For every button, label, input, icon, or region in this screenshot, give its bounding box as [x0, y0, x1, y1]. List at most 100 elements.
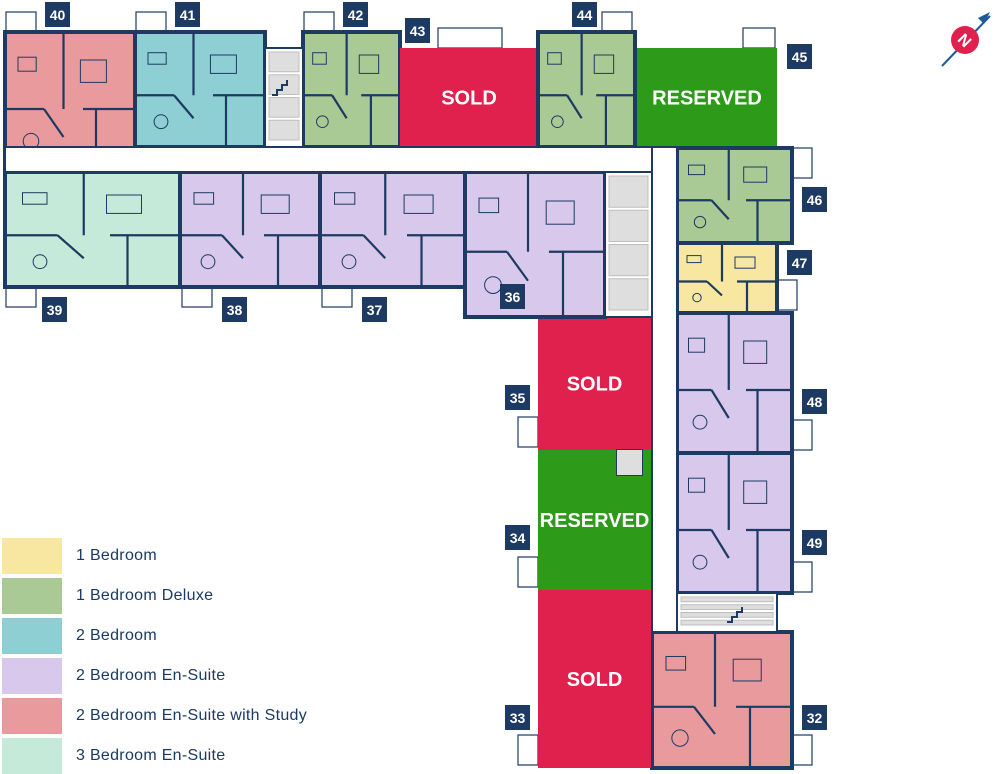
unit-number-label: 39 — [42, 297, 67, 322]
unit-46[interactable] — [675, 146, 813, 245]
legend-label: 1 Bedroom Deluxe — [76, 587, 214, 604]
sofa-icon — [193, 192, 215, 205]
legend-swatch — [2, 698, 62, 734]
balcony — [791, 734, 813, 766]
unit-status-label: RESERVED — [540, 510, 650, 532]
interior-walls — [303, 32, 400, 147]
balcony — [791, 147, 813, 179]
svg-text:46: 46 — [807, 192, 823, 208]
bed-icon — [743, 166, 768, 183]
table-icon — [692, 414, 708, 430]
svg-text:41: 41 — [180, 7, 196, 23]
legend-swatch — [2, 578, 62, 614]
unit-fill — [3, 170, 182, 289]
unit-38[interactable] — [178, 170, 322, 308]
legend-swatch — [2, 538, 62, 574]
balcony — [321, 286, 353, 308]
interior-walls — [320, 172, 465, 287]
bed-icon — [743, 340, 768, 364]
interior-walls — [677, 313, 792, 453]
balcony — [517, 734, 539, 766]
stairwell — [264, 47, 304, 148]
unit-number-label: 38 — [222, 297, 247, 322]
unit-fill — [538, 317, 651, 450]
unit-42[interactable] — [301, 11, 402, 149]
unit-44[interactable] — [536, 11, 637, 149]
unit-status-label: SOLD — [567, 669, 623, 691]
bed-icon — [209, 54, 237, 74]
svg-text:40: 40 — [50, 7, 66, 23]
legend-swatch — [2, 658, 62, 694]
unit-36[interactable] — [463, 170, 607, 319]
unit-39[interactable] — [3, 170, 182, 308]
sofa-icon — [688, 164, 706, 176]
table-icon — [341, 254, 357, 270]
sofa-icon — [686, 255, 702, 264]
balcony — [135, 11, 167, 33]
bed-icon — [545, 200, 575, 225]
svg-text:43: 43 — [410, 23, 426, 39]
unit-fill — [301, 30, 402, 149]
unit-number-label: 46 — [802, 187, 827, 212]
unit-number-label: 41 — [175, 2, 200, 27]
unit-49[interactable] — [675, 451, 813, 595]
interior-walls — [180, 172, 320, 287]
bed-icon — [403, 194, 434, 214]
sofa-icon — [22, 192, 48, 205]
balcony — [303, 11, 335, 33]
svg-text:32: 32 — [807, 710, 823, 726]
svg-text:48: 48 — [807, 394, 823, 410]
legend-item-1-bedroom: 1 Bedroom — [2, 538, 362, 574]
unit-fill — [650, 630, 794, 770]
bed-icon — [743, 480, 768, 504]
legend-item-3-bedroom-en-suite: 3 Bedroom En-Suite — [2, 738, 362, 774]
balcony — [776, 279, 798, 311]
unit-33[interactable]: SOLD — [517, 590, 651, 768]
legend-item-2-bedroom-en-suite-study: 2 Bedroom En-Suite with Study — [2, 698, 362, 734]
legend-label: 1 Bedroom — [76, 547, 157, 564]
unit-41[interactable] — [133, 11, 267, 149]
svg-text:47: 47 — [792, 255, 808, 271]
unit-number-label: 40 — [45, 2, 70, 27]
unit-47[interactable] — [675, 241, 798, 315]
table-icon — [316, 115, 329, 129]
unit-45[interactable]: RESERVED — [637, 27, 777, 147]
unit-32[interactable] — [650, 630, 813, 770]
sofa-icon — [547, 52, 562, 65]
stairwell — [676, 592, 778, 633]
unit-number-label: 47 — [787, 250, 812, 275]
balcony — [791, 419, 813, 451]
unit-48[interactable] — [675, 311, 813, 455]
stairs-icon — [272, 80, 288, 96]
unit-number-label: 49 — [802, 530, 827, 555]
legend-item-2-bedroom: 2 Bedroom — [2, 618, 362, 654]
legend-swatch — [2, 738, 62, 774]
interior-walls — [538, 32, 635, 147]
balcony — [791, 561, 813, 593]
unit-fill — [536, 30, 637, 149]
svg-text:36: 36 — [505, 289, 521, 305]
stairs-icon — [727, 607, 743, 623]
table-icon — [153, 114, 169, 130]
unit-number-label: 33 — [505, 705, 530, 730]
interior-walls — [652, 632, 792, 768]
unit-number-label: 34 — [505, 525, 530, 550]
interior-walls — [677, 453, 792, 593]
unit-fill — [400, 48, 538, 147]
sofa-icon — [17, 56, 37, 72]
balcony — [517, 416, 539, 448]
unit-status-label: SOLD — [567, 374, 623, 396]
unit-43[interactable]: SOLD — [400, 27, 538, 147]
table-icon — [692, 554, 708, 570]
unit-fill — [675, 451, 794, 595]
unit-37[interactable] — [318, 170, 467, 308]
bed-icon — [106, 194, 142, 214]
bed-icon — [358, 54, 380, 74]
unit-fill — [538, 590, 651, 768]
svg-text:42: 42 — [348, 7, 364, 23]
unit-status-label: SOLD — [441, 88, 497, 110]
balcony — [437, 27, 503, 49]
unit-35[interactable]: SOLD — [517, 317, 651, 450]
interior-walls — [465, 172, 605, 317]
